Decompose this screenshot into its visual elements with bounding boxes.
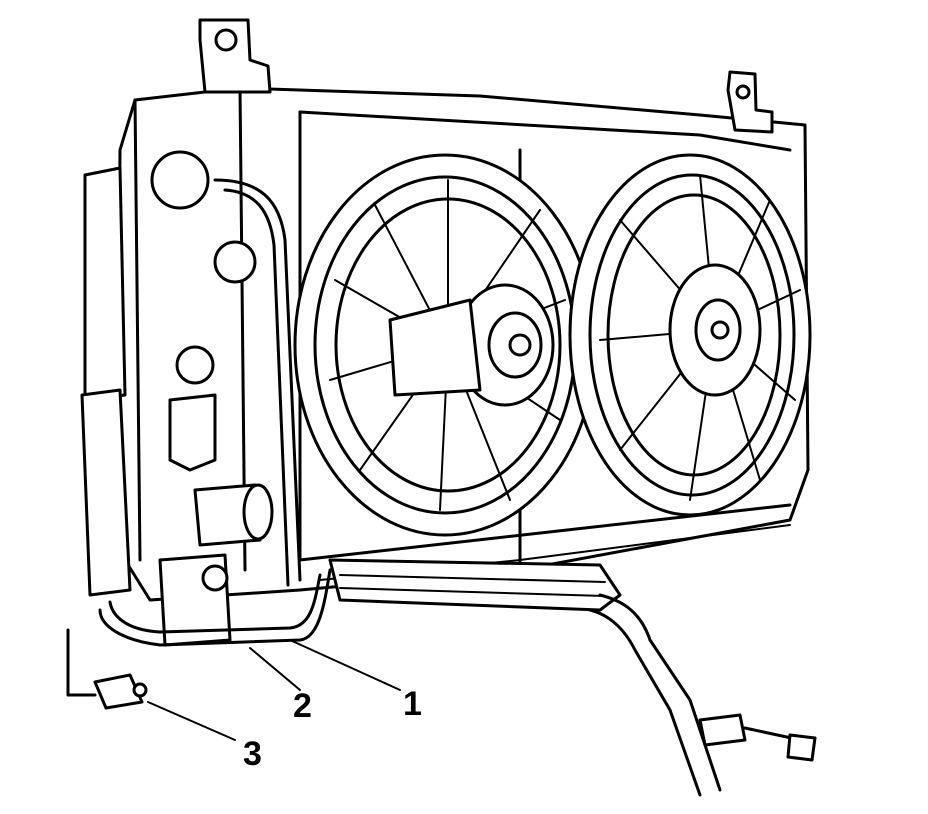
right-cooling-fan xyxy=(568,153,812,517)
left-cooling-fan xyxy=(293,153,597,537)
left-side-tank xyxy=(80,150,274,647)
upper-mount-bracket-left xyxy=(198,18,272,94)
callout-label-3: 3 xyxy=(243,735,262,773)
callout-label-2: 2 xyxy=(293,687,312,725)
leader-line-3 xyxy=(147,701,236,741)
leader-line-2 xyxy=(249,647,301,691)
cooler-line-inlet xyxy=(98,563,352,647)
line-retaining-bracket xyxy=(66,628,148,710)
cooler-line-outlet xyxy=(213,178,302,587)
condenser-hose-bundle xyxy=(328,558,817,797)
leader-line-1 xyxy=(289,639,401,691)
callout-leaders xyxy=(147,639,401,741)
upper-mount-bracket-right xyxy=(726,70,774,134)
callout-label-1: 1 xyxy=(403,685,422,723)
